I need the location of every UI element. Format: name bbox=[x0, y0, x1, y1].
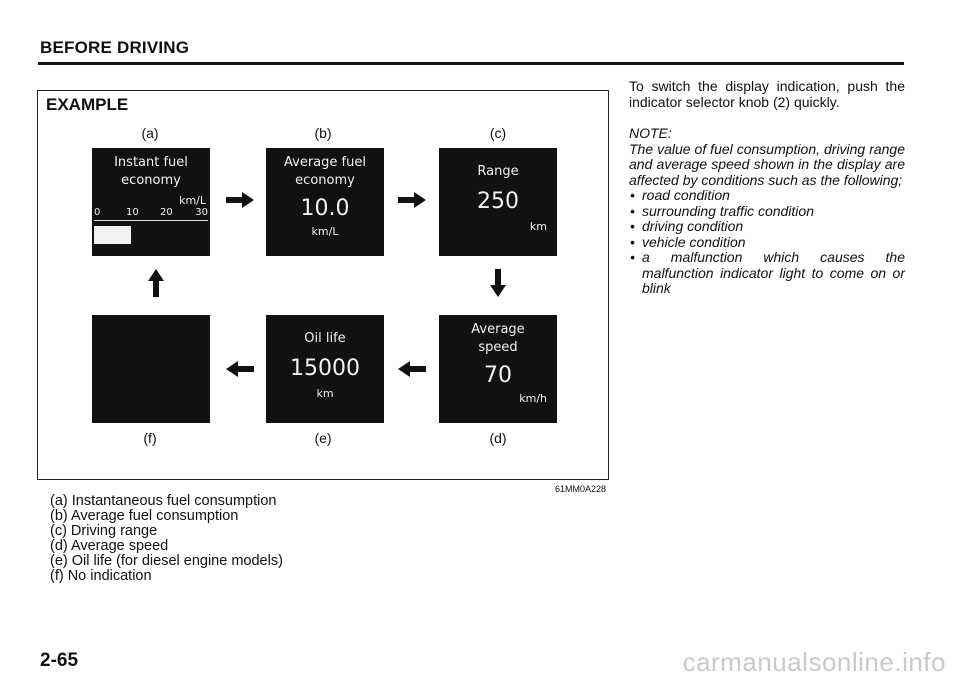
panel-b-unit: km/L bbox=[311, 225, 339, 238]
label-b: (b) bbox=[314, 125, 332, 141]
panel-c-value: 250 bbox=[477, 189, 519, 214]
arrow-right-icon bbox=[226, 192, 254, 208]
caption-item: (d) Average speed bbox=[50, 538, 169, 554]
note-list-item: a malfunction which causes the malfuncti… bbox=[629, 249, 905, 297]
note-list-item: driving condition bbox=[629, 218, 905, 235]
panel-b-title-line1: Average fuel bbox=[284, 155, 366, 170]
watermark: carmanualsonline.info bbox=[682, 647, 946, 677]
example-figure: EXAMPLE (a) (b) (c) Instant fuel economy… bbox=[37, 90, 609, 494]
note-list: road condition surrounding traffic condi… bbox=[629, 187, 905, 297]
label-d: (d) bbox=[489, 430, 507, 446]
arrow-up-icon bbox=[148, 269, 164, 297]
label-f: (f) bbox=[143, 430, 157, 446]
panel-no-indication bbox=[92, 315, 210, 423]
panel-c-unit: km bbox=[529, 220, 547, 233]
panel-e-value: 15000 bbox=[290, 356, 360, 381]
arrow-left-icon bbox=[226, 361, 254, 377]
scale-tick-0: 0 bbox=[94, 207, 101, 218]
page-number: 2-65 bbox=[40, 650, 79, 671]
caption-item: (a) Instantaneous fuel consumption bbox=[50, 493, 277, 509]
caption-item: (f) No indication bbox=[50, 568, 152, 584]
label-e: (e) bbox=[314, 430, 332, 446]
panel-b-value: 10.0 bbox=[300, 196, 350, 221]
panel-e-title: Oil life bbox=[304, 331, 346, 346]
panel-a-title-line1: Instant fuel bbox=[114, 155, 188, 170]
arrow-right-icon bbox=[398, 192, 426, 208]
panel-oil-life: Oil life 15000 km bbox=[266, 315, 384, 423]
panel-e-unit: km bbox=[316, 387, 334, 400]
note-heading: NOTE: bbox=[629, 125, 672, 141]
panel-instant-fuel-economy: Instant fuel economy km/L 0 10 20 30 bbox=[92, 148, 210, 256]
figure-reference-code: 61MM0A228 bbox=[554, 484, 606, 494]
scale-tick-20: 20 bbox=[160, 207, 173, 218]
caption-item: (c) Driving range bbox=[50, 523, 158, 539]
note-list-item: vehicle condition bbox=[629, 234, 905, 251]
panel-d-title-line1: Average bbox=[471, 322, 525, 337]
panel-a-title-line2: economy bbox=[121, 173, 181, 188]
panel-average-fuel-economy: Average fuel economy 10.0 km/L bbox=[266, 148, 384, 256]
scale-tick-10: 10 bbox=[126, 207, 139, 218]
arrow-down-icon bbox=[490, 269, 506, 297]
example-title: EXAMPLE bbox=[46, 95, 129, 114]
panel-a-scale: 0 10 20 30 bbox=[94, 207, 208, 221]
caption-item: (e) Oil life (for diesel engine models) bbox=[50, 553, 283, 569]
panel-a-unit: km/L bbox=[179, 194, 206, 207]
intro-paragraph: To switch the display indication, push t… bbox=[629, 78, 905, 110]
note-list-item: surrounding traffic condition bbox=[629, 203, 905, 220]
panel-c-title: Range bbox=[477, 164, 519, 179]
note-list-item: road condition bbox=[629, 187, 905, 204]
panel-average-speed: Average speed 70 km/h bbox=[439, 315, 557, 423]
arrow-left-icon bbox=[398, 361, 426, 377]
consumption-bar bbox=[94, 226, 131, 244]
page-header-title: BEFORE DRIVING bbox=[40, 38, 190, 57]
note-block: NOTE: The value of fuel consumption, dri… bbox=[629, 125, 905, 297]
note-body: The value of fuel consumption, driving r… bbox=[629, 140, 905, 188]
panel-d-title-line2: speed bbox=[478, 340, 518, 355]
label-a: (a) bbox=[141, 125, 159, 141]
right-column-text: To switch the display indication, push t… bbox=[629, 78, 905, 297]
scale-line bbox=[94, 220, 208, 221]
panel-range: Range 250 km bbox=[439, 148, 557, 256]
scale-tick-30: 30 bbox=[195, 207, 208, 218]
panel-d-unit: km/h bbox=[519, 392, 547, 405]
label-c: (c) bbox=[489, 125, 507, 141]
panel-d-value: 70 bbox=[484, 363, 512, 388]
header-rule bbox=[38, 62, 904, 65]
caption-item: (b) Average fuel consumption bbox=[50, 508, 239, 524]
panel-b-title-line2: economy bbox=[295, 173, 355, 188]
caption-list: (a) Instantaneous fuel consumption (b) A… bbox=[50, 494, 283, 584]
